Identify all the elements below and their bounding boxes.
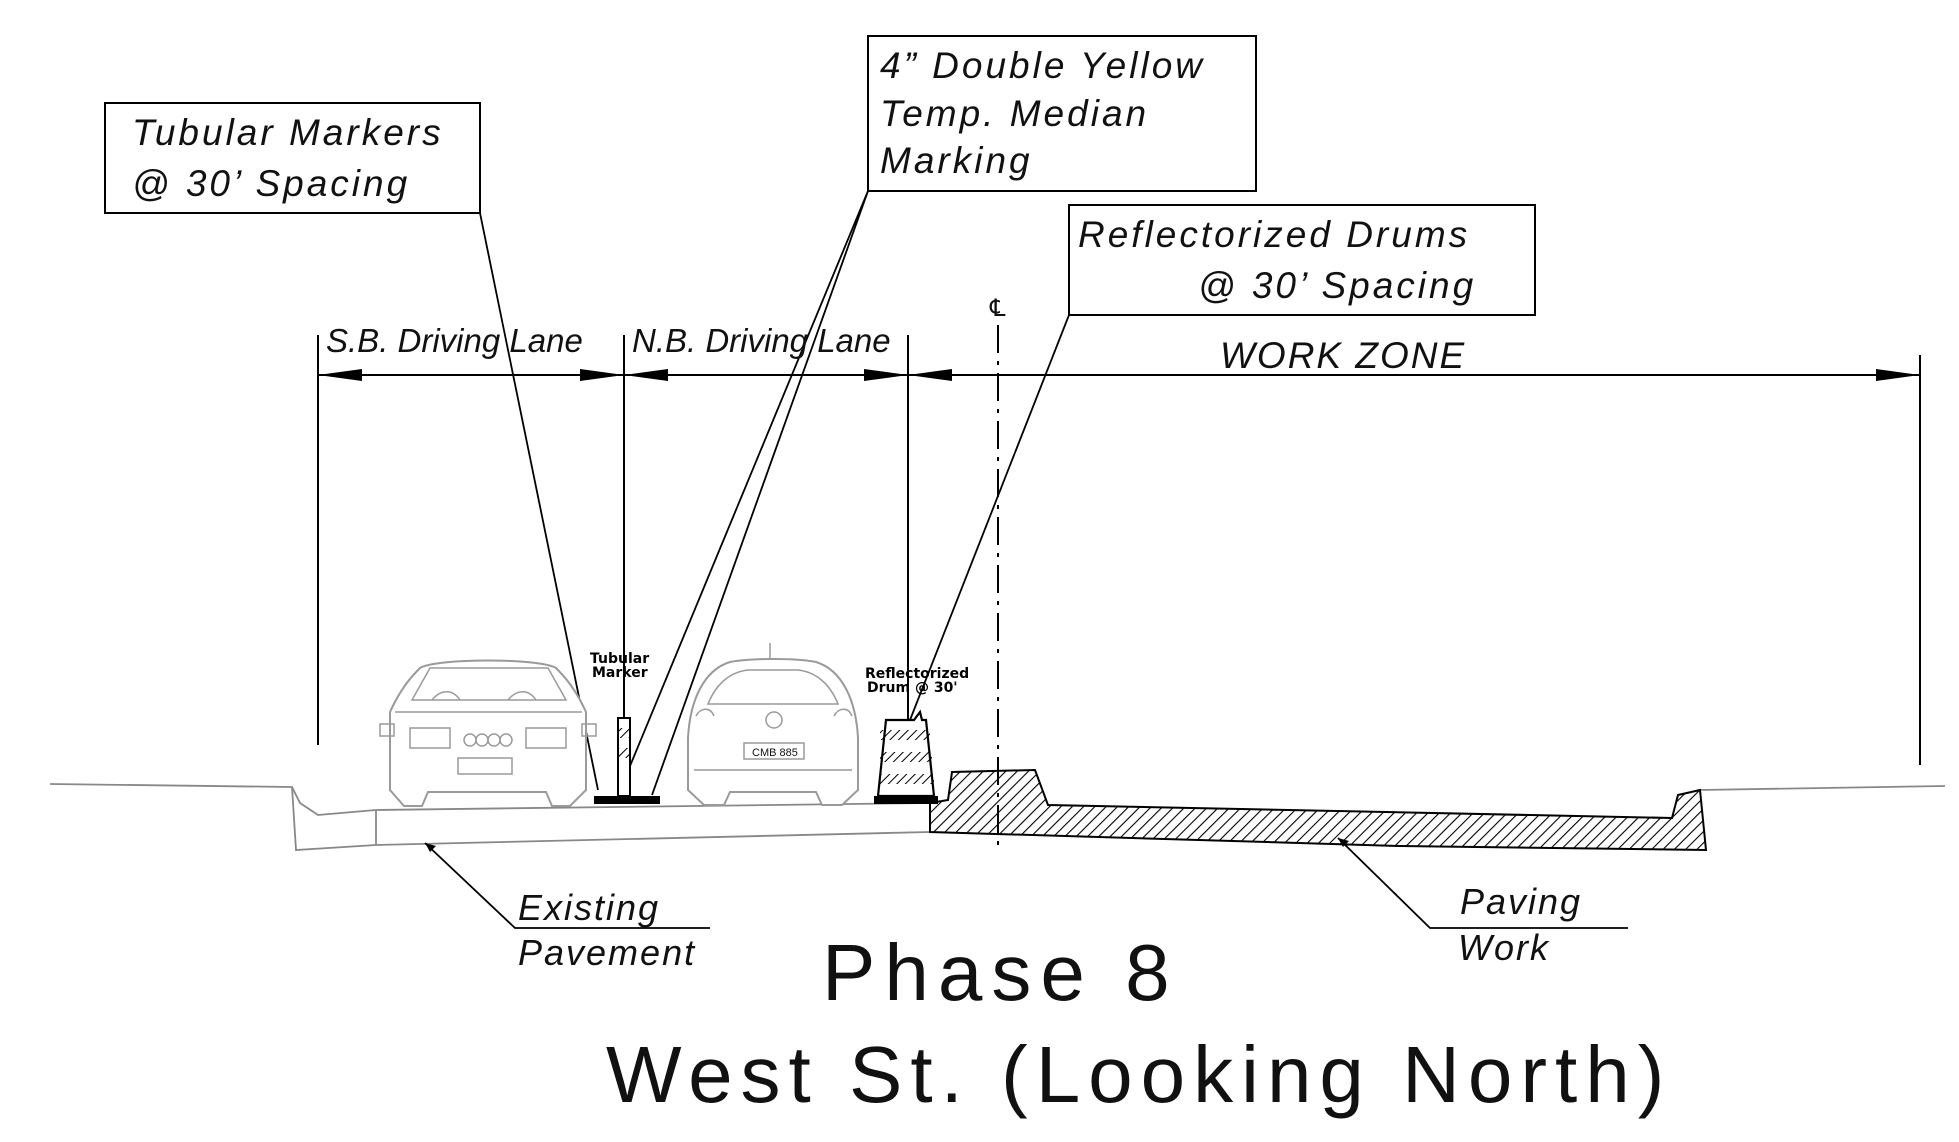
work-zone-label: WORK ZONE xyxy=(1220,335,1466,376)
drum-label: Drum @ 30' xyxy=(867,680,958,696)
callout-box xyxy=(1068,204,1536,316)
tubular-marker: Tubular Marker xyxy=(590,651,660,804)
callout-text: Temp. Median xyxy=(880,93,1149,134)
label-existing-pavement: Existing Pavement xyxy=(424,842,710,973)
street-title: West St. (Looking North) xyxy=(606,1030,1672,1119)
dimension-lines: S.B. Driving Lane N.B. Driving Lane WORK… xyxy=(317,322,1921,765)
paving-work-hatch xyxy=(929,768,1708,852)
callout-text: @ 30’ Spacing xyxy=(132,163,410,204)
paving-work-label: Paving xyxy=(1460,881,1582,922)
paving-work-label: Work xyxy=(1458,927,1550,968)
sb-lane-label: S.B. Driving Lane xyxy=(326,322,583,359)
callout-reflectorized-drums: Reflectorized Drums @ 30’ Spacing xyxy=(1068,204,1536,316)
license-plate: CMB 885 xyxy=(752,747,798,759)
existing-pavement-label: Pavement xyxy=(518,932,696,973)
centerline-symbol: ℄ xyxy=(989,295,1006,322)
drum-label: Reflectorized xyxy=(865,666,969,682)
callout-double-yellow: 4” Double Yellow Temp. Median Marking xyxy=(867,35,1257,192)
car-front-view: CMB 885 xyxy=(687,643,859,806)
callout-box xyxy=(104,102,481,214)
callout-text: Tubular Markers xyxy=(132,112,444,153)
callout-tubular-markers: Tubular Markers @ 30’ Spacing xyxy=(104,102,481,214)
tubular-marker-label: Marker xyxy=(592,665,648,681)
callout-text: 4” Double Yellow xyxy=(880,45,1205,86)
leader-lines xyxy=(479,190,1070,796)
nb-lane-label: N.B. Driving Lane xyxy=(632,322,891,359)
callout-text: @ 30’ Spacing xyxy=(1198,265,1476,306)
callout-text: Marking xyxy=(880,140,1033,181)
existing-pavement-label: Existing xyxy=(518,887,660,928)
drawing-title: Phase 8 West St. (Looking North) xyxy=(606,928,1672,1119)
car-rear-view xyxy=(379,659,597,807)
label-paving-work: Paving Work xyxy=(1337,837,1628,968)
phase-title: Phase 8 xyxy=(822,928,1179,1017)
centerline: ℄ xyxy=(989,295,1006,850)
reflectorized-drum: Reflectorized Drum @ 30' xyxy=(865,666,969,804)
tubular-marker-label: Tubular xyxy=(590,651,649,667)
callout-box xyxy=(867,35,1257,192)
callout-text: Reflectorized Drums xyxy=(1078,214,1470,255)
